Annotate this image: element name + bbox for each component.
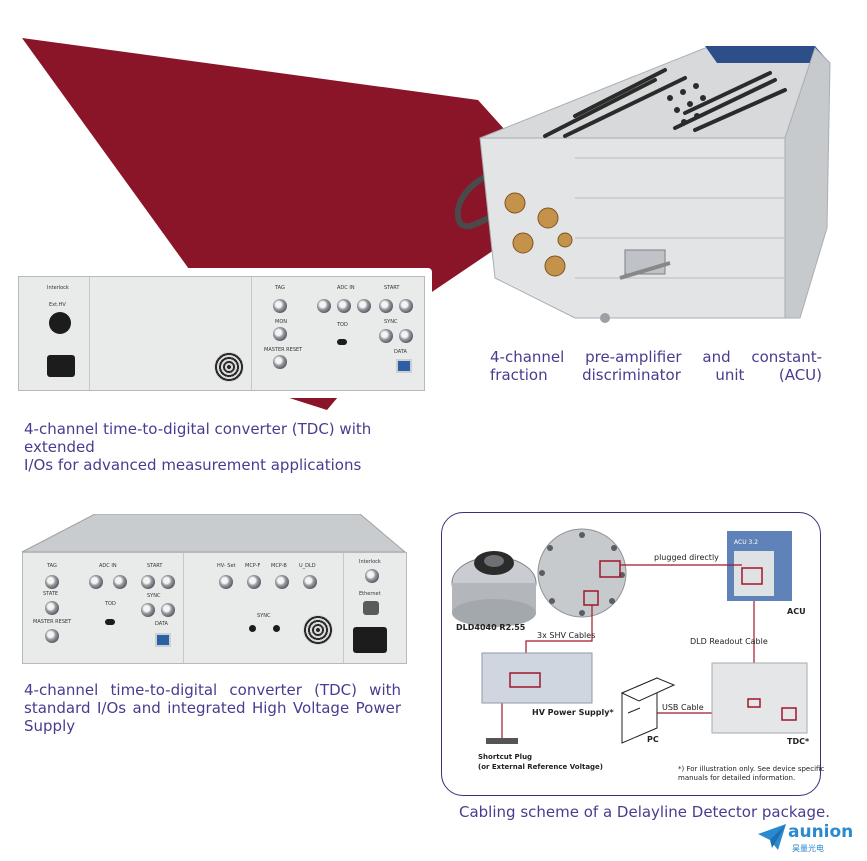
hv-connector (49, 312, 71, 334)
ethernet-port (363, 601, 379, 615)
tdc-standard-caption: 4-channel time-to-digital converter (TDC… (24, 681, 401, 735)
bnc-port (273, 299, 287, 313)
logo-name: aunion (788, 822, 854, 842)
panel-label: TAG (275, 285, 285, 291)
panel-label: TOD (105, 601, 116, 607)
bnc-port (45, 629, 59, 643)
panel-label: MASTER RESET (33, 619, 72, 625)
shv-port (275, 575, 289, 589)
paper-plane-icon (758, 824, 786, 850)
tdc-extended-caption-line1: 4-channel time-to-digital converter (TDC… (24, 420, 372, 456)
bnc-port (141, 575, 155, 589)
shv-port (303, 575, 317, 589)
bnc-port (357, 299, 371, 313)
sync-port (249, 625, 256, 632)
acu-label: ACU (787, 607, 806, 616)
bnc-port (399, 329, 413, 343)
sync-port (273, 625, 280, 632)
hv-supply-label: HV Power Supply* (532, 708, 614, 717)
shv-port (247, 575, 261, 589)
shortcut-plug-label: Shortcut Plug (478, 753, 533, 761)
panel-label: START (384, 285, 400, 291)
bnc-port (113, 575, 127, 589)
panel-label: SYNC (257, 613, 271, 619)
panel-label: Interlock (359, 559, 381, 565)
aunion-logo: aunion 昊量光电 (758, 822, 858, 856)
tdc-extended-device-image: Interlock Ext.HV TAG MON MASTER RESET AD… (8, 268, 432, 398)
panel-label: HV- Set (217, 563, 236, 569)
pc-label: PC (647, 735, 659, 744)
bnc-port (161, 575, 175, 589)
acu-caption: 4-channel pre-amplifier and constant-fra… (490, 348, 822, 384)
bnc-port (365, 569, 379, 583)
bnc-port (273, 327, 287, 341)
acu-box-text: ACU 3.2 (734, 539, 759, 546)
shv-cables-label: 3x SHV Cables (537, 631, 596, 640)
fan-grille (214, 352, 244, 382)
power-inlet (353, 627, 387, 653)
panel-label: Ethernet (359, 591, 381, 597)
panel-label: ADC IN (337, 285, 355, 291)
detector-label: DLD4040 R2.55 (456, 623, 526, 632)
bnc-port (337, 299, 351, 313)
tdc-standard-device-image: TAG STATE MASTER RESET ADC IN TOD START … (20, 514, 410, 664)
bnc-port (161, 603, 175, 617)
reference-voltage-label: (or External Reference Voltage) (478, 763, 604, 771)
panel-label: TOD (337, 322, 348, 328)
footnote-line2: manuals for detailed information. (678, 774, 796, 782)
bnc-port (45, 601, 59, 615)
usb-port (155, 633, 171, 647)
panel-label: MON (275, 319, 287, 325)
bnc-port (141, 603, 155, 617)
panel-label: SYNC (384, 319, 398, 325)
panel-label: MCP-B (271, 563, 287, 569)
panel-label: MASTER RESET (264, 347, 303, 353)
tdc-extended-caption: 4-channel time-to-digital converter (TDC… (24, 420, 424, 474)
usb-cable-label: USB Cable (662, 703, 704, 712)
panel-label: DATA (394, 349, 407, 355)
panel-label: Ext.HV (49, 302, 66, 308)
panel-label: U_DLD (299, 563, 316, 569)
fan-grille (303, 615, 333, 645)
tod-port (105, 619, 115, 625)
acu-device-image (454, 18, 850, 338)
acu-caption-text: 4-channel pre-amplifier and constant-fra… (490, 348, 822, 384)
plugged-directly-label: plugged directly (654, 553, 719, 562)
cabling-caption: Cabling scheme of a Delayline Detector p… (459, 803, 830, 821)
panel-label: MCP-F (245, 563, 261, 569)
panel-label: STATE (43, 591, 59, 597)
shv-port (219, 575, 233, 589)
panel-label: DATA (155, 621, 168, 627)
usb-port (396, 359, 412, 373)
power-inlet (47, 355, 75, 377)
bnc-port (89, 575, 103, 589)
panel-label: ADC IN (99, 563, 117, 569)
logo-sub: 昊量光电 (792, 844, 824, 853)
bnc-port (379, 299, 393, 313)
panel-label: Interlock (47, 285, 69, 291)
bnc-port (45, 575, 59, 589)
panel-label: START (147, 563, 163, 569)
footnote-line1: *) For illustration only. See device spe… (678, 765, 825, 773)
tdc-label: TDC* (787, 737, 810, 746)
panel-label: TAG (47, 563, 57, 569)
tdc-standard-caption-text: 4-channel time-to-digital converter (TDC… (24, 681, 401, 735)
cabling-diagram: DLD4040 R2.55 plugged directly ACU 3.2 A… (441, 512, 825, 796)
red-background-wedge (22, 38, 568, 410)
readout-cable-label: DLD Readout Cable (690, 637, 768, 646)
bnc-port (399, 299, 413, 313)
bnc-port (317, 299, 331, 313)
bnc-port (273, 355, 287, 369)
panel-label: SYNC (147, 593, 161, 599)
bnc-port (379, 329, 393, 343)
tod-port (337, 339, 347, 345)
tdc-extended-caption-line2: I/Os for advanced measurement applicatio… (24, 456, 362, 474)
